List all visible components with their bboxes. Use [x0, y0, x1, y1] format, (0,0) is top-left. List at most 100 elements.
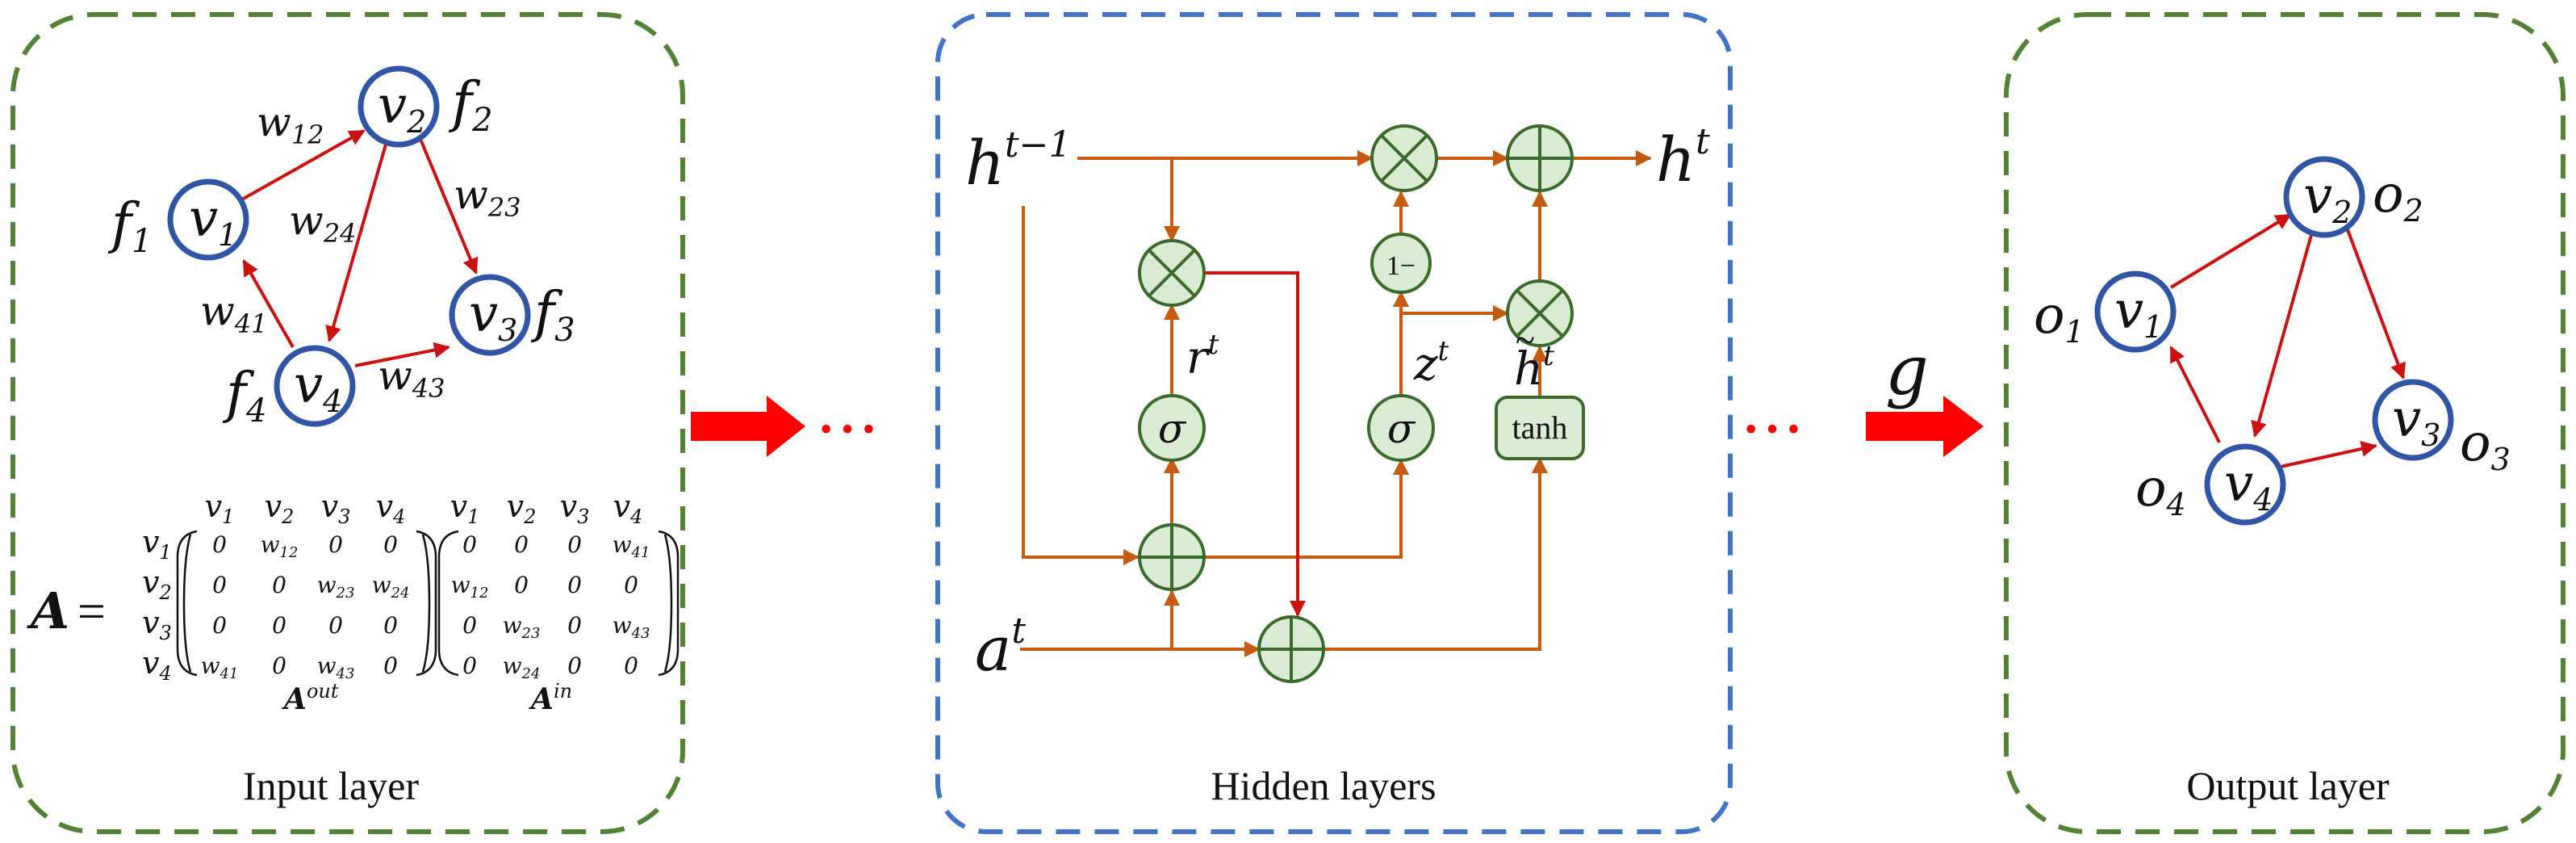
matrix-col-label: v1: [205, 489, 235, 528]
svg-text:v2: v2: [2303, 166, 2352, 230]
svg-text:σ: σ: [1387, 405, 1416, 452]
output-o2: o2: [2373, 165, 2423, 229]
matrix-col-label: v4: [613, 489, 643, 528]
input-edge-v2-v3: [418, 136, 479, 275]
one-minus-node: 1−: [1370, 233, 1432, 294]
svg-text:0: 0: [462, 652, 477, 679]
matrix-row-label: v3: [142, 605, 172, 644]
output-node-v4: v4: [2204, 443, 2286, 526]
svg-text:0: 0: [383, 652, 398, 679]
svg-text:w24: w24: [503, 652, 541, 682]
svg-text:0: 0: [567, 572, 582, 598]
svg-text:0: 0: [624, 652, 638, 679]
label-a-t: at: [975, 610, 1026, 685]
add-node-output: [1506, 124, 1574, 192]
input-edge-v1-v2: [240, 129, 366, 202]
matrix-out-entries: 0 w12 0 0 0 0 w23 w24 0 0 0 0 w41 0 w43 …: [201, 531, 410, 682]
svg-text:0: 0: [624, 572, 638, 598]
input-edge-v4-v3: [354, 342, 450, 367]
input-node-v4: v4: [274, 345, 356, 427]
big-red-arrow-icon: [691, 396, 805, 457]
feature-f4: f4: [222, 362, 267, 430]
svg-text:0: 0: [383, 531, 398, 558]
readout-function-g: g: [1885, 331, 1929, 410]
label-h-out: ht: [1656, 121, 1710, 195]
edge-weight-w12: w12: [257, 99, 324, 150]
svg-text:0: 0: [514, 531, 529, 558]
matrix-col-label: v3: [560, 489, 590, 528]
output-edge-v4-v1: [2169, 346, 2221, 443]
output-edge-v2-v4: [2251, 229, 2315, 438]
edge-weight-w43: w43: [378, 352, 445, 404]
gru-cell: 1− σ σ tanh ht−1 ht at rt zt: [965, 121, 1710, 685]
svg-text:w43: w43: [613, 612, 650, 642]
edge-weight-w23: w23: [454, 171, 521, 223]
svg-text:w41: w41: [201, 652, 239, 682]
matrix-in-name: Ain: [529, 680, 572, 716]
matrix-equals: =: [77, 585, 106, 640]
svg-text:0: 0: [272, 572, 286, 598]
matrix-symbol: A: [27, 581, 69, 640]
matrix-row-label: v4: [142, 645, 172, 685]
output-layer-panel: [2004, 12, 2566, 834]
ellipsis-dots-right: • • •: [1745, 409, 1800, 449]
svg-text:v4: v4: [2224, 454, 2273, 518]
input-node-v1: v1: [167, 178, 249, 261]
svg-text:0: 0: [212, 531, 227, 558]
label-h-tilde: ~ ht: [1514, 321, 1554, 396]
flow-addr-to-sigmaz: [1204, 459, 1409, 559]
svg-text:1−: 1−: [1386, 251, 1416, 281]
output-graph: v1 v2 v3 v4 o1 o2 o3 o4: [2034, 156, 2511, 526]
output-o3: o3: [2460, 413, 2511, 477]
ellipsis-dots-left: • • •: [820, 409, 875, 449]
output-node-v2: v2: [2283, 156, 2365, 238]
input-node-v2: v2: [358, 65, 440, 148]
feature-f1: f1: [107, 192, 153, 260]
input-node-v3: v3: [449, 274, 531, 356]
matrix-in-entries: 0 0 0 w41 w12 0 0 0 0 w23 0 w43 0 w24 0 …: [451, 531, 650, 682]
multiply-node-reset: [1138, 239, 1206, 307]
svg-text:v1: v1: [189, 189, 237, 253]
edge-weight-w24: w24: [289, 197, 357, 249]
svg-text:0: 0: [567, 652, 582, 679]
matrix-col-label: v2: [507, 489, 537, 528]
svg-text:w23: w23: [317, 572, 355, 602]
input-layer-panel: [10, 12, 685, 834]
svg-text:0: 0: [328, 612, 343, 639]
output-layer-caption: Output layer: [2186, 763, 2390, 808]
svg-text:ht: ht: [1514, 340, 1554, 396]
transition-arrow-left: • • •: [691, 396, 875, 457]
svg-text:0: 0: [272, 612, 286, 639]
flow-hprev-down: [1022, 206, 1140, 565]
output-edge-v4-v3: [2280, 441, 2377, 468]
input-graph: v1 v2 v3 v4 f1 f2 f3 f4 w12 w23 w24 w41 …: [107, 65, 575, 430]
multiply-node-update: [1370, 124, 1438, 192]
matrix-col-label: v1: [450, 489, 480, 528]
svg-text:0: 0: [567, 612, 582, 639]
multiply-node-candidate: [1506, 279, 1574, 347]
hidden-layers-panel: [935, 12, 1733, 834]
transition-arrow-right: • • • g: [1745, 331, 1984, 457]
svg-text:0: 0: [514, 572, 529, 598]
svg-text:0: 0: [462, 612, 477, 639]
svg-text:0: 0: [328, 531, 343, 558]
svg-text:v4: v4: [294, 355, 342, 419]
output-edge-v2-v3: [2345, 227, 2407, 380]
input-edge-v4-v1: [242, 259, 295, 348]
label-h-prev: ht−1: [965, 124, 1072, 199]
input-edge-v2-v4: [325, 138, 389, 342]
feature-f3: f3: [530, 281, 575, 349]
tanh-node: tanh: [1495, 396, 1585, 460]
label-z-t: zt: [1413, 335, 1449, 391]
svg-text:v1: v1: [2114, 281, 2163, 345]
matrix-out-name: Aout: [282, 680, 339, 716]
feature-f2: f2: [448, 71, 493, 139]
svg-text:0: 0: [272, 652, 286, 679]
output-o1: o1: [2034, 286, 2085, 350]
svg-text:0: 0: [383, 612, 398, 639]
matrix-col-label: v4: [376, 489, 406, 528]
svg-text:0: 0: [567, 531, 582, 558]
svg-text:w24: w24: [372, 572, 410, 602]
svg-text:0: 0: [212, 612, 227, 639]
